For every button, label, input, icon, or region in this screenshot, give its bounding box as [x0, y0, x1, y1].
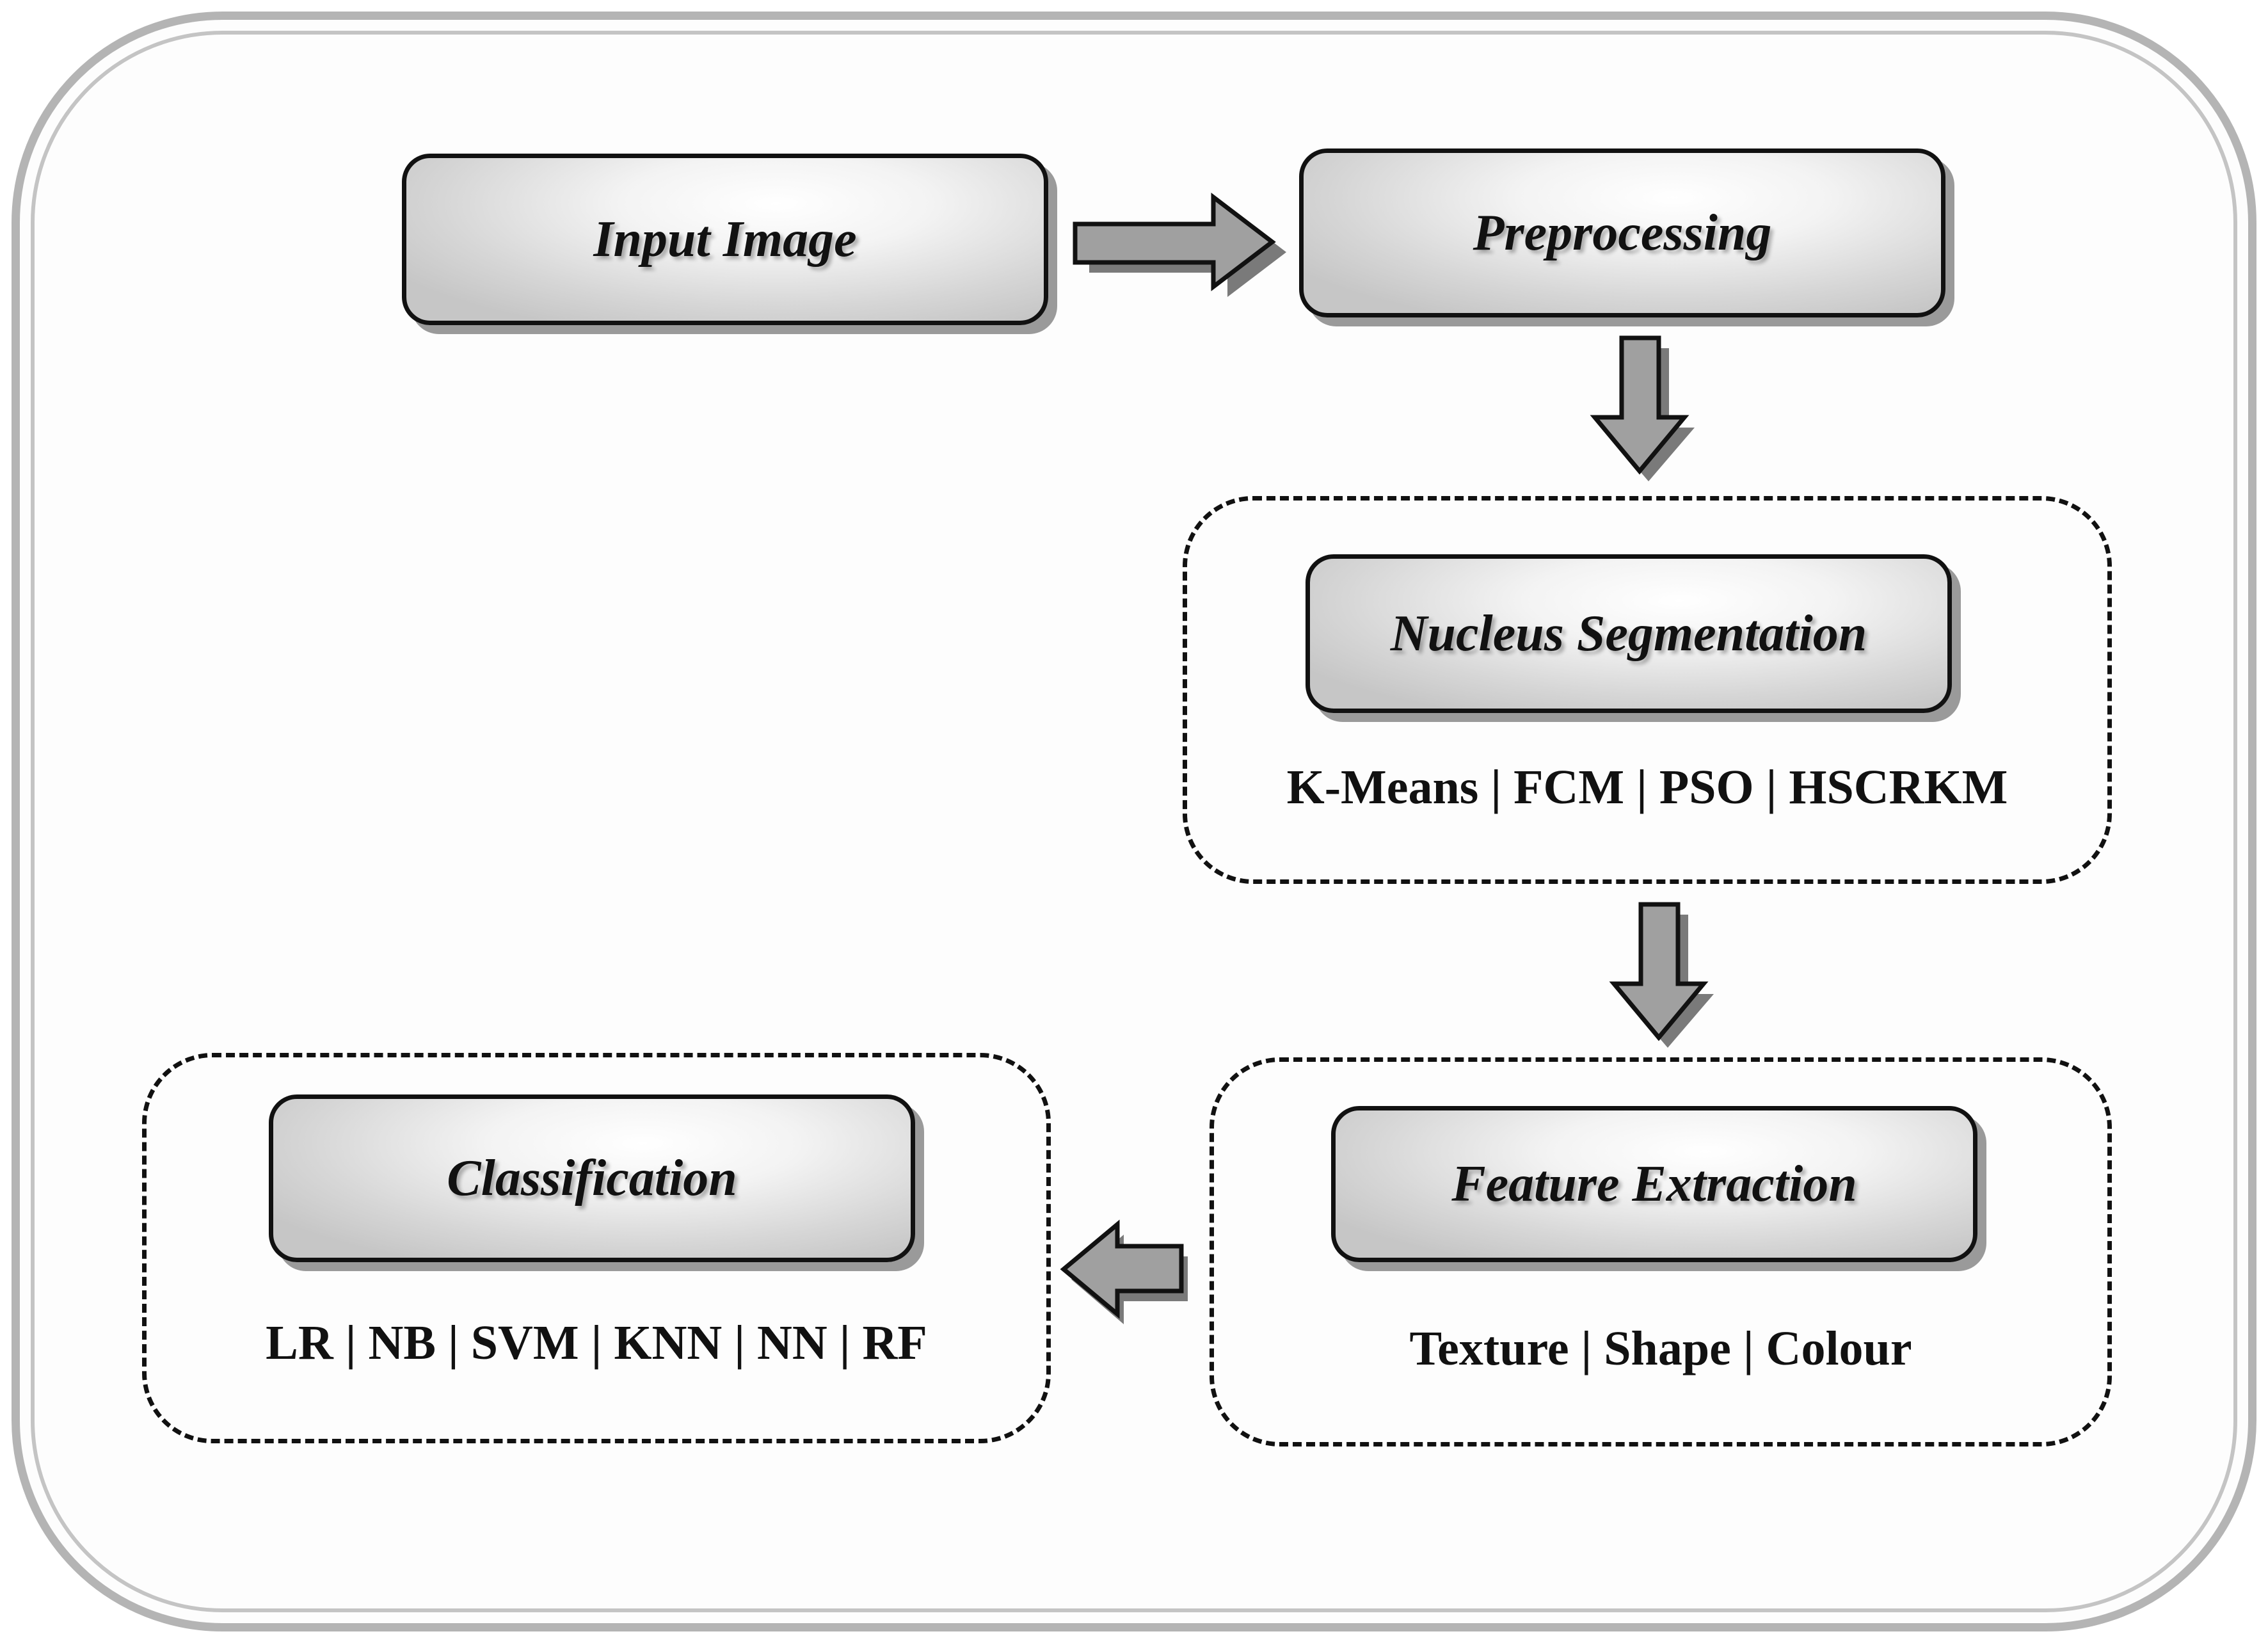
segmentation-group: K-Means | FCM | PSO | HSCRKM: [1183, 496, 2112, 884]
classification-box: Classification: [269, 1094, 915, 1262]
input-image-label: Input Image: [593, 211, 857, 268]
arrow-right-icon: [1073, 192, 1286, 297]
segmentation-methods: K-Means | FCM | PSO | HSCRKM: [1286, 760, 2008, 814]
arrow-down-icon: [1590, 335, 1695, 481]
arrow-down-icon: [1609, 902, 1714, 1048]
arrow-left-icon: [1060, 1219, 1188, 1324]
feature-extraction-label: Feature Extraction: [1451, 1155, 1857, 1212]
feature-extraction-box: Feature Extraction: [1331, 1106, 1977, 1262]
classification-methods: LR | NB | SVM | KNN | NN | RF: [266, 1316, 927, 1370]
nucleus-segmentation-box: Nucleus Segmentation: [1306, 554, 1952, 713]
input-image-box: Input Image: [402, 154, 1048, 325]
preprocessing-box: Preprocessing: [1299, 148, 1945, 317]
feature-extraction-group: Texture | Shape | Colour: [1210, 1057, 2112, 1447]
inner-frame: [31, 31, 2237, 1612]
classification-label: Classification: [447, 1150, 737, 1206]
nucleus-segmentation-label: Nucleus Segmentation: [1390, 605, 1867, 662]
preprocessing-label: Preprocessing: [1473, 204, 1772, 261]
feature-methods: Texture | Shape | Colour: [1409, 1322, 1912, 1375]
classification-group: LR | NB | SVM | KNN | NN | RF: [142, 1053, 1051, 1443]
